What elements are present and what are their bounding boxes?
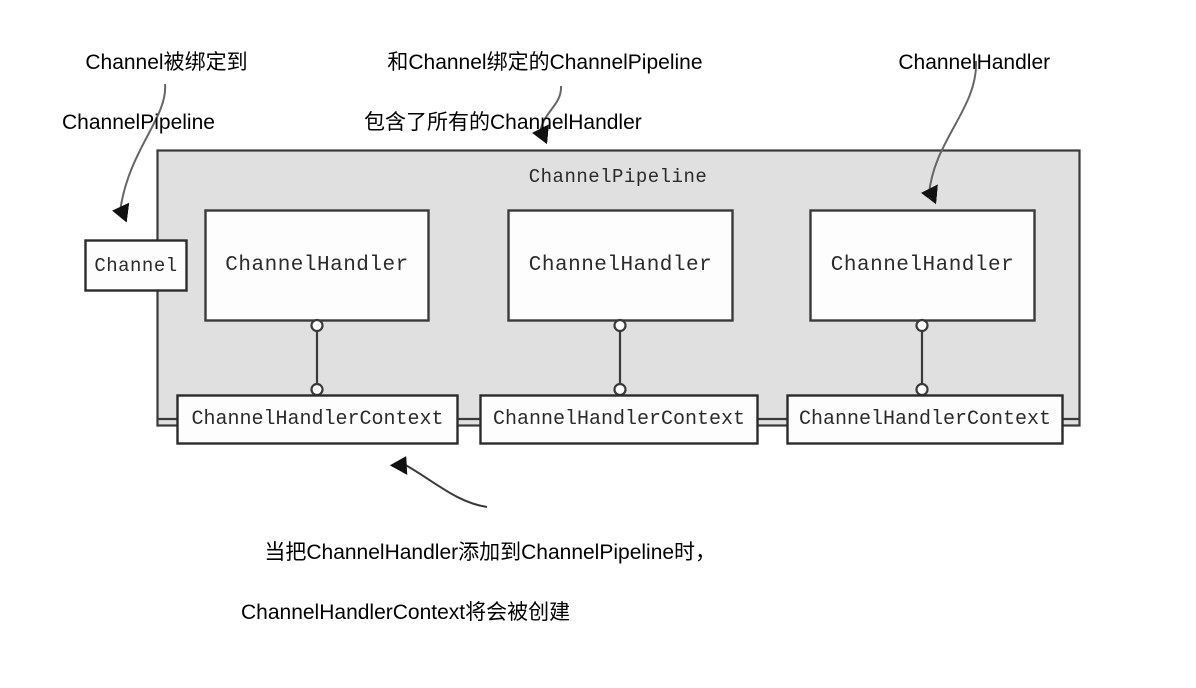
annotation-pipeline-contains-handlers: 和Channel绑定的ChannelPipeline 包含了所有的Channel… [364, 18, 703, 198]
annotation-channel-bound-to-pipeline: Channel被绑定到 ChannelPipeline [62, 18, 248, 198]
diagram-shapes [84, 60, 1081, 508]
annotation-channel-handler-callout: ChannelHandler [875, 18, 1050, 108]
handler-context-connector-1 [310, 318, 324, 397]
channel-handler-box-2 [507, 209, 734, 322]
channel-handler-context-box-1 [176, 394, 459, 445]
channel-handler-box-1 [204, 209, 430, 322]
annotation-line-1: Channel被绑定到 [85, 51, 248, 74]
channel-handler-box-3 [809, 209, 1036, 322]
channel-box [84, 239, 188, 292]
diagram-canvas: ChannelPipeline Channel ChannelHandler C… [62, 18, 1081, 624]
annotation-line-2: ChannelHandlerContext将会被创建 [241, 601, 571, 624]
handler-context-connector-3 [915, 318, 929, 397]
annotation-line-1: 和Channel绑定的ChannelPipeline [387, 51, 703, 74]
arrow-pipeline-contains [532, 85, 563, 145]
arrow-channel-binding [112, 83, 167, 223]
annotation-line-2: ChannelPipeline [62, 111, 215, 134]
annotation-line-1: ChannelHandler [898, 51, 1051, 74]
arrow-context-created [389, 456, 488, 508]
annotation-line-2: 包含了所有的ChannelHandler [364, 111, 642, 134]
arrow-channel-handler [921, 60, 978, 205]
annotation-line-1: 当把ChannelHandler添加到ChannelPipeline时， [264, 541, 717, 564]
handler-context-connector-2 [613, 318, 627, 397]
channel-handler-context-box-2 [479, 394, 759, 445]
annotation-context-created-callout: 当把ChannelHandler添加到ChannelPipeline时， Cha… [241, 508, 716, 688]
channel-handler-context-box-3 [786, 394, 1064, 445]
